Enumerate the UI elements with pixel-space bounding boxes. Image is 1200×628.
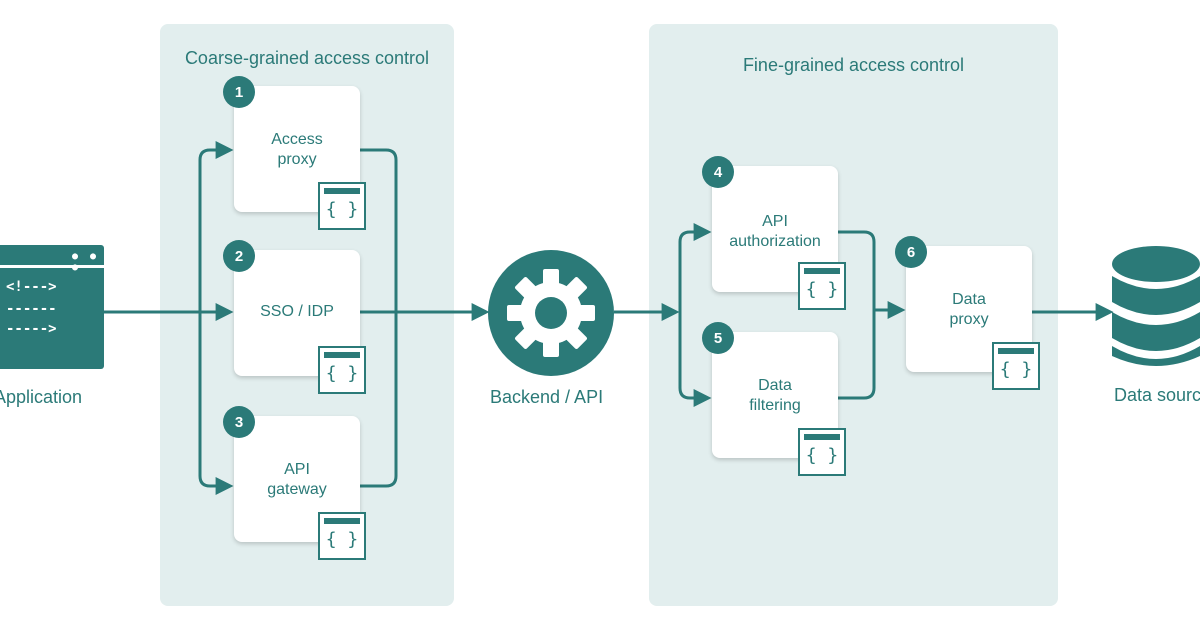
browser-code-window-icon: ● ● ● <!---> ------ -----> xyxy=(0,245,104,369)
card-label: Access proxy xyxy=(271,131,323,168)
edge-branch-3 xyxy=(198,312,234,495)
application-label: Application xyxy=(0,387,83,407)
window-dots: ● ● ● xyxy=(72,251,100,273)
coarse-grained-title: Coarse-grained access control xyxy=(184,48,430,68)
edge-branch-5 xyxy=(678,312,712,407)
card-data-filtering: Data filtering { } xyxy=(712,332,846,476)
card-label: API gateway xyxy=(267,461,327,498)
window-titlebar-divider xyxy=(0,265,104,268)
edge-branch-1 xyxy=(198,141,234,312)
gear-icon xyxy=(488,250,614,376)
edge-branch-4 xyxy=(678,223,712,312)
datasource-label: Data source xyxy=(1114,385,1200,405)
step-badge: 1 xyxy=(223,76,255,108)
card-api-authorization: API authorization { } xyxy=(712,166,846,310)
code-icon: { } xyxy=(318,512,366,560)
edge-merge-3 xyxy=(360,312,398,488)
fine-grained-title: Fine-grained access control xyxy=(742,55,965,75)
card-data-proxy: Data proxy { } xyxy=(906,246,1040,390)
card-api-gateway: API gateway { } xyxy=(234,416,366,560)
card-label: Data proxy xyxy=(949,291,989,328)
edge-merge-4 xyxy=(838,230,876,400)
step-badge: 4 xyxy=(702,156,734,188)
code-line-2: ------ xyxy=(6,301,57,317)
code-icon: { } xyxy=(798,262,846,310)
database-icon xyxy=(1112,246,1200,366)
backend-label: Backend / API xyxy=(490,387,604,407)
code-icon: { } xyxy=(318,182,366,230)
edge-merge-1 xyxy=(360,148,398,312)
step-badge: 3 xyxy=(223,406,255,438)
card-access-proxy: Access proxy { } xyxy=(234,86,366,230)
code-line-3: -----> xyxy=(6,321,57,337)
code-line-1: <!---> xyxy=(6,279,57,295)
code-icon: { } xyxy=(992,342,1040,390)
card-label: SSO / IDP xyxy=(260,303,334,320)
step-badge: 2 xyxy=(223,240,255,272)
card-sso-idp: SSO / IDP { } xyxy=(234,250,366,394)
step-badge: 6 xyxy=(895,236,927,268)
step-badge: 5 xyxy=(702,322,734,354)
code-icon: { } xyxy=(798,428,846,476)
code-icon: { } xyxy=(318,346,366,394)
card-label: API authorization xyxy=(729,213,821,250)
card-label: Data filtering xyxy=(749,377,801,414)
